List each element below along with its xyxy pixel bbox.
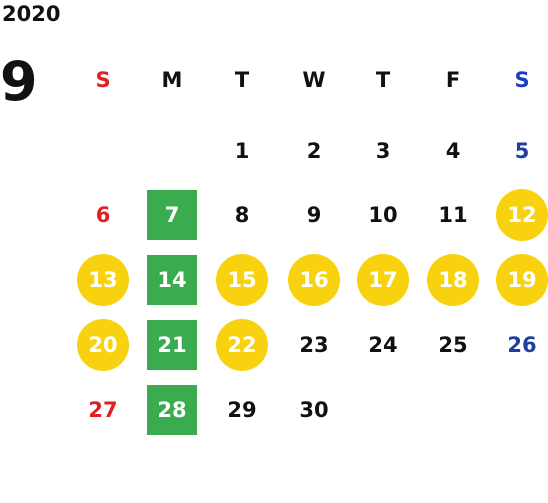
calendar-day[interactable]: 3 [353,126,413,176]
day-number: 26 [507,333,537,357]
calendar-day[interactable]: 7 [142,190,202,240]
day-number: 27 [88,398,118,422]
day-number: 1 [234,139,250,163]
day-number: 28 [157,398,187,422]
day-circle-highlight [77,319,129,371]
day-number: 11 [438,203,468,227]
day-number: 22 [227,333,257,357]
weekday-header: M [142,55,202,105]
weekday-header: S [73,55,133,105]
calendar-day[interactable]: 30 [284,385,344,435]
day-number: 14 [157,268,187,292]
day-number: 18 [438,268,468,292]
calendar-day[interactable]: 6 [73,190,133,240]
day-box-highlight [147,385,197,435]
day-circle-highlight [496,189,548,241]
day-box-highlight [147,190,197,240]
calendar-day[interactable]: 22 [212,319,272,371]
weekday-label: M [161,68,183,92]
day-number: 24 [368,333,398,357]
day-number: 21 [157,333,187,357]
calendar-day[interactable]: 2 [284,126,344,176]
calendar-day[interactable]: 20 [73,319,133,371]
day-number: 2 [306,139,322,163]
calendar-day[interactable]: 9 [284,190,344,240]
day-number: 5 [514,139,530,163]
calendar-day[interactable]: 10 [353,190,413,240]
day-circle-highlight [216,319,268,371]
calendar-day[interactable]: 14 [142,255,202,305]
day-number: 23 [299,333,329,357]
day-circle-highlight [216,254,268,306]
calendar-day[interactable]: 11 [423,190,483,240]
day-circle-highlight [288,254,340,306]
day-number: 12 [507,203,537,227]
day-number: 9 [306,203,322,227]
day-number: 19 [507,268,537,292]
calendar-day[interactable]: 12 [492,189,548,241]
day-number: 15 [227,268,257,292]
calendar-day[interactable]: 1 [212,126,272,176]
calendar-day[interactable]: 23 [284,320,344,370]
calendar-day[interactable]: 13 [73,254,133,306]
weekday-label: S [95,68,111,92]
day-number: 30 [299,398,329,422]
day-number: 6 [95,203,111,227]
day-number: 7 [164,203,180,227]
day-circle-highlight [427,254,479,306]
calendar-day[interactable]: 18 [423,254,483,306]
calendar-day[interactable]: 5 [492,126,548,176]
weekday-header: S [492,55,548,105]
day-number: 8 [234,203,250,227]
day-box-highlight [147,320,197,370]
weekday-label: F [445,68,461,92]
calendar-day[interactable]: 25 [423,320,483,370]
day-circle-highlight [357,254,409,306]
day-number: 10 [368,203,398,227]
calendar-month: 9 [0,50,38,113]
day-number: 20 [88,333,118,357]
calendar-day[interactable]: 8 [212,190,272,240]
day-number: 4 [445,139,461,163]
calendar-day[interactable]: 24 [353,320,413,370]
calendar-day[interactable]: 28 [142,385,202,435]
calendar-day[interactable]: 4 [423,126,483,176]
day-number: 17 [368,268,398,292]
calendar-day[interactable]: 21 [142,320,202,370]
day-box-highlight [147,255,197,305]
weekday-label: T [234,68,250,92]
calendar-day[interactable]: 16 [284,254,344,306]
weekday-label: S [514,68,530,92]
weekday-header: W [284,55,344,105]
day-number: 16 [299,268,329,292]
calendar-day[interactable]: 29 [212,385,272,435]
weekday-header: T [212,55,272,105]
day-circle-highlight [496,254,548,306]
weekday-label: T [375,68,391,92]
calendar-day[interactable]: 15 [212,254,272,306]
weekday-header: T [353,55,413,105]
calendar-day[interactable]: 19 [492,254,548,306]
calendar-day[interactable]: 27 [73,385,133,435]
day-number: 29 [227,398,257,422]
day-number: 13 [88,268,118,292]
day-number: 3 [375,139,391,163]
day-number: 25 [438,333,468,357]
calendar-year: 2020 [2,2,61,26]
calendar-day[interactable]: 26 [492,320,548,370]
weekday-label: W [302,68,326,92]
calendar-day[interactable]: 17 [353,254,413,306]
day-circle-highlight [77,254,129,306]
weekday-header: F [423,55,483,105]
